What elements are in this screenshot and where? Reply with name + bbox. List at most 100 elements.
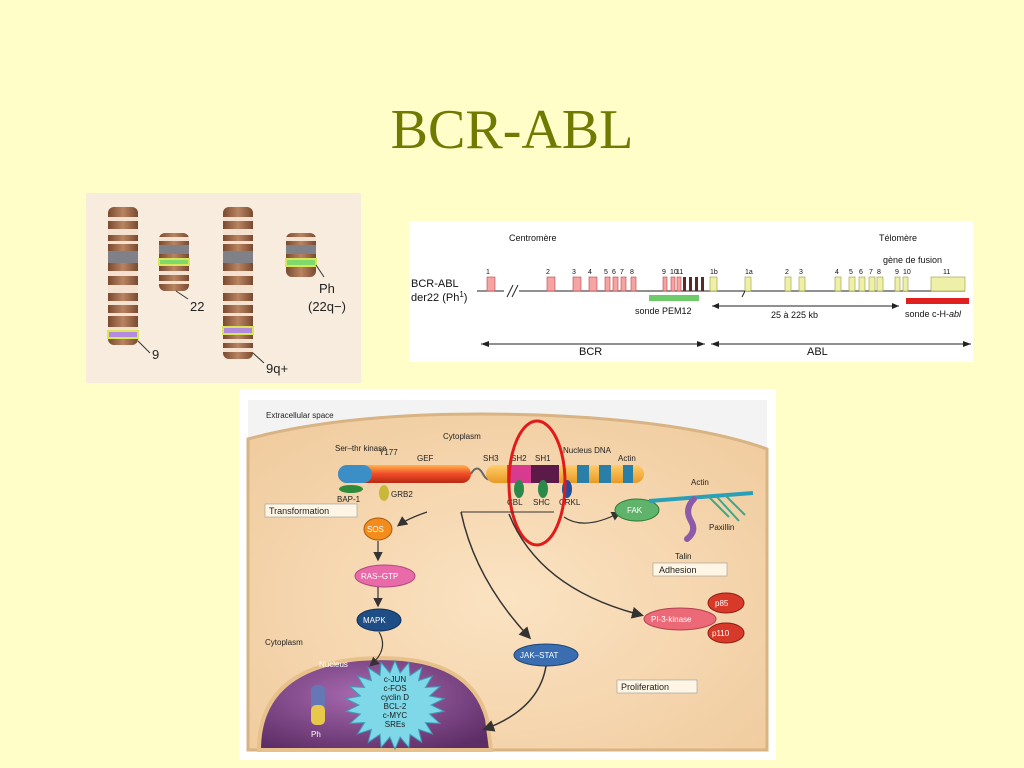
slide-title: BCR-ABL xyxy=(390,99,634,161)
bcr-exon-label-4: 4 xyxy=(588,269,592,276)
label-bcr: BCR xyxy=(579,346,602,358)
abl-exon-label-5: 5 xyxy=(849,269,853,276)
abl-exon-1a xyxy=(744,276,752,292)
label-fusion-gene: gène de fusion xyxy=(883,255,942,265)
label-p85: p85 xyxy=(715,599,729,608)
paxillin-fibers xyxy=(708,494,746,522)
abl-exon-6 xyxy=(858,276,866,292)
label-sh2: SH2 xyxy=(511,454,527,463)
label-p110: p110 xyxy=(712,629,730,638)
probe-pem12 xyxy=(649,295,699,301)
bcr-exon-tail xyxy=(683,277,686,291)
abl-exon-11 xyxy=(930,276,966,292)
bcr-exon-label-5: 5 xyxy=(604,269,608,276)
probe-c-h-abl xyxy=(906,298,969,304)
label-crkl: CRKL xyxy=(559,498,581,507)
label-jak-stat: JAK–STAT xyxy=(520,651,558,660)
p85-node xyxy=(707,592,745,614)
abl-exon-label-7: 7 xyxy=(869,269,873,276)
bcr-exon-3 xyxy=(572,276,582,292)
transcription-targets-burst xyxy=(344,659,446,751)
fak-node xyxy=(614,498,660,522)
talin-node xyxy=(684,496,697,542)
chromosome-ph: Ph (22q−) xyxy=(285,233,346,314)
cbl-node xyxy=(514,480,524,498)
label-nucleus-dna: Nucleus DNA xyxy=(563,446,612,455)
abl-exon-8 xyxy=(876,276,884,292)
label-pi3k: PI-3-kinase xyxy=(651,615,692,624)
label-mapk: MAPK xyxy=(363,616,386,625)
adhesion-box xyxy=(652,562,728,577)
label-proliferation: Proliferation xyxy=(621,682,669,692)
proliferation-box xyxy=(616,679,698,694)
bcr-domain-bar xyxy=(338,465,471,483)
abl-exon-10 xyxy=(902,276,909,292)
bcr-exon-10 xyxy=(670,276,676,292)
label-range: 25 à 225 kb xyxy=(771,310,818,320)
label-construct: BCR-ABL xyxy=(411,278,459,290)
label-transformation: Transformation xyxy=(269,506,329,516)
bap1-node xyxy=(339,485,363,493)
actin-filament xyxy=(648,491,754,503)
chromosome-9q-plus: 9q+ xyxy=(222,207,288,376)
label-cytoplasm-bottom: Cytoplasm xyxy=(265,638,303,647)
label-ras-gtp: RAS–GTP xyxy=(361,572,398,581)
label-probe-pem12: sonde PEM12 xyxy=(635,306,692,316)
label-gef: GEF xyxy=(417,454,434,463)
bcr-exon-5 xyxy=(604,276,611,292)
abl-exon-label-4: 4 xyxy=(835,269,839,276)
label-talin: Talin xyxy=(675,552,691,561)
highlight-ring xyxy=(507,419,567,547)
abl-exon-label-10: 10 xyxy=(903,269,911,276)
label-actin-top: Actin xyxy=(618,454,636,463)
label-der22: der22 (Ph1) xyxy=(411,290,467,304)
bcr-exon-label-10: 10 xyxy=(670,269,678,276)
abl-exon-label-6: 6 xyxy=(859,269,863,276)
abl-exon-label-9: 9 xyxy=(895,269,899,276)
transformation-box xyxy=(264,503,358,518)
ras-gtp-node xyxy=(354,564,416,588)
bcr-exon-label-7: 7 xyxy=(620,269,624,276)
chromosome-9: 9 xyxy=(107,207,159,362)
label-probe-abl: sonde c-H-abl xyxy=(905,309,962,319)
p110-node xyxy=(707,622,745,644)
abl-exon-label-2: 2 xyxy=(785,269,789,276)
label-nucleus: Nucleus xyxy=(319,660,348,669)
bcr-exon-label-6: 6 xyxy=(612,269,616,276)
label-adhesion: Adhesion xyxy=(659,565,697,575)
label-bap1: BAP-1 xyxy=(337,495,361,504)
sos-node xyxy=(363,517,393,541)
bcr-exon-label-8: 8 xyxy=(630,269,634,276)
label-centromere: Centromère xyxy=(509,233,557,243)
label-chr-22: 22 xyxy=(190,299,204,314)
bcr-exon-label-11: 11 xyxy=(676,269,683,276)
target-sres: SREs xyxy=(385,720,405,729)
target-cyclin-d: cyclin D xyxy=(381,693,409,702)
abl-exon-2 xyxy=(784,276,792,292)
abl-exon-label-1b: 1b xyxy=(710,269,718,276)
pathway-panel: Extracellular space Cytoplasm Ser–thr ki… xyxy=(239,389,776,760)
abl-exon-1b xyxy=(709,276,718,292)
bcr-exon-11 xyxy=(676,276,682,292)
chromosome-22: 22 xyxy=(158,233,204,314)
target-bcl-2: BCL-2 xyxy=(384,702,407,711)
label-extracellular: Extracellular space xyxy=(266,411,334,420)
abl-exon-label-11: 11 xyxy=(943,269,950,276)
abl-exon-label-3: 3 xyxy=(799,269,803,276)
label-actin-right: Actin xyxy=(691,478,709,487)
label-grb2: GRB2 xyxy=(391,490,413,499)
label-cytoplasm-top: Cytoplasm xyxy=(443,432,481,441)
bcr-exon-label-3: 3 xyxy=(572,269,576,276)
bcr-exon-7 xyxy=(620,276,627,292)
abl-exon-7 xyxy=(868,276,876,292)
target-c-jun: c-JUN xyxy=(384,675,406,684)
label-abl: ABL xyxy=(807,346,828,358)
bcr-exon-8 xyxy=(630,276,637,292)
abl-exon-label-1a: 1a xyxy=(745,269,753,276)
bcr-exon-tail xyxy=(689,277,692,291)
bcr-exon-1 xyxy=(486,276,496,292)
gene-map-panel: Centromère Télomère gène de fusion BCR-A… xyxy=(409,221,973,362)
label-shc: SHC xyxy=(533,498,550,507)
break-mark-1 xyxy=(506,284,514,298)
